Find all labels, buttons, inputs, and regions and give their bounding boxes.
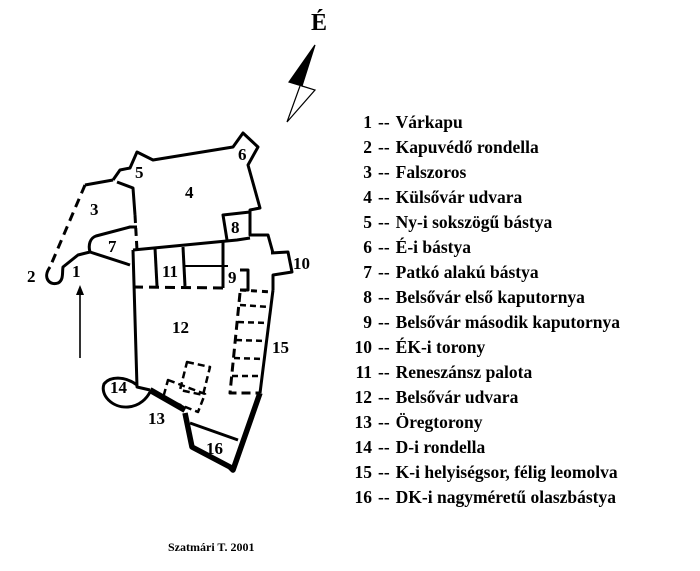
legend-item-num: 3	[363, 162, 372, 182]
legend-item-text: K-i helyiségsor, félig leomolva	[395, 462, 618, 482]
legend-item: 5 --Ny-i sokszögű bástya	[340, 210, 620, 235]
caption: Szatmári T. 2001	[168, 540, 255, 554]
plan-label-9: 9	[228, 268, 237, 287]
plan-label-1: 1	[72, 262, 81, 281]
plan-label-5: 5	[135, 163, 144, 182]
legend-item: 1 --Várkapu	[340, 110, 620, 135]
legend-item: 6 --É-i bástya	[340, 235, 620, 260]
legend-item-sep: --	[378, 312, 390, 332]
legend-item-text: DK-i nagyméretű olaszbástya	[395, 487, 617, 507]
legend-item-sep: --	[378, 262, 390, 282]
legend-item-text: ÉK-i torony	[395, 337, 486, 357]
legend-item-text: Kapuvédő rondella	[395, 137, 539, 157]
legend-item-sep: --	[378, 462, 390, 482]
legend-item-num: 6	[363, 237, 372, 257]
legend-item: 12--Belsővár udvara	[340, 385, 620, 410]
legend-item-sep: --	[378, 212, 390, 232]
legend-item-num: 12	[354, 387, 373, 407]
legend-item-num: 11	[355, 362, 372, 382]
legend-item-sep: --	[378, 287, 390, 307]
legend-item: 8 --Belsővár első kaputornya	[340, 285, 620, 310]
legend-item-text: Külsővár udvara	[395, 187, 523, 207]
legend-item-num: 10	[354, 337, 373, 357]
legend-item-sep: --	[378, 187, 390, 207]
legend-item-text: Öregtorony	[395, 412, 483, 432]
plan-label-15: 15	[272, 338, 289, 357]
legend-item: 9 --Belsővár második kaputornya	[340, 310, 620, 335]
legend-item-text: D-i rondella	[395, 437, 486, 457]
legend-item-text: Belsővár második kaputornya	[395, 312, 620, 332]
plan-label-16: 16	[206, 439, 223, 458]
legend-item: 3 --Falszoros	[340, 160, 620, 185]
legend-item: 13--Öregtorony	[340, 410, 620, 435]
entrance-arrow-icon	[76, 285, 84, 358]
walls	[45, 131, 294, 473]
legend-item: 11 --Reneszánsz palota	[340, 360, 620, 385]
plan-label-12: 12	[172, 318, 189, 337]
legend-item-text: Falszoros	[395, 162, 467, 182]
legend-item-num: 13	[354, 412, 373, 432]
plan-label-11: 11	[162, 262, 178, 281]
plan-label-3: 3	[90, 200, 99, 219]
legend-item-sep: --	[378, 112, 390, 132]
plan-labels: 1 2 3 4 5 6 7 8 9 10 11 12 13 14 15 16	[27, 145, 310, 458]
legend-item-sep: --	[378, 412, 390, 432]
legend-item-text: Patkó alakú bástya	[395, 262, 539, 282]
legend-item: 7 --Patkó alakú bástya	[340, 260, 620, 285]
legend-item-num: 5	[363, 212, 372, 232]
legend-item-text: Belsővár első kaputornya	[395, 287, 585, 307]
plan-label-10: 10	[293, 254, 310, 273]
legend-item-text: Várkapu	[395, 112, 463, 132]
legend-item-num: 15	[354, 462, 373, 482]
legend-item-sep: --	[378, 387, 390, 407]
legend-item-sep: --	[378, 162, 390, 182]
legend-item: 4 --Külsővár udvara	[340, 185, 620, 210]
plan-label-13: 13	[148, 409, 165, 428]
legend-item-sep: --	[378, 137, 390, 157]
legend-item: 16--DK-i nagyméretű olaszbástya	[340, 485, 620, 510]
legend-item-text: Reneszánsz palota	[395, 362, 533, 382]
plan-label-4: 4	[185, 183, 194, 202]
plan-label-7: 7	[108, 237, 117, 256]
legend-item: 10--ÉK-i torony	[340, 335, 620, 360]
legend-item-text: É-i bástya	[395, 237, 472, 257]
legend-item-sep: --	[378, 437, 390, 457]
plan-label-6: 6	[238, 145, 247, 164]
legend-item-num: 14	[354, 437, 373, 457]
legend-item-text: Ny-i sokszögű bástya	[395, 212, 553, 232]
legend-item-sep: --	[378, 237, 390, 257]
legend-item: 15--K-i helyiségsor, félig leomolva	[340, 460, 620, 485]
plan-label-2: 2	[27, 267, 36, 286]
legend-item-sep: --	[378, 487, 390, 507]
plan-label-8: 8	[231, 218, 240, 237]
legend-item-num: 7	[363, 262, 372, 282]
plan-label-14: 14	[110, 378, 128, 397]
legend-item-num: 4	[363, 187, 372, 207]
north-label: É	[311, 10, 328, 36]
north-arrow-icon	[286, 44, 317, 123]
legend-item-num: 2	[363, 137, 372, 157]
legend-item-num: 9	[363, 312, 372, 332]
legend-item-num: 8	[363, 287, 372, 307]
legend-item-sep: --	[378, 362, 390, 382]
legend-item: 14--D-i rondella	[340, 435, 620, 460]
legend-item-num: 1	[363, 112, 372, 132]
legend-item-num: 16	[354, 487, 373, 507]
legend-item: 2 --Kapuvédő rondella	[340, 135, 620, 160]
legend-item-sep: --	[378, 337, 390, 357]
legend-item-text: Belsővár udvara	[395, 387, 519, 407]
